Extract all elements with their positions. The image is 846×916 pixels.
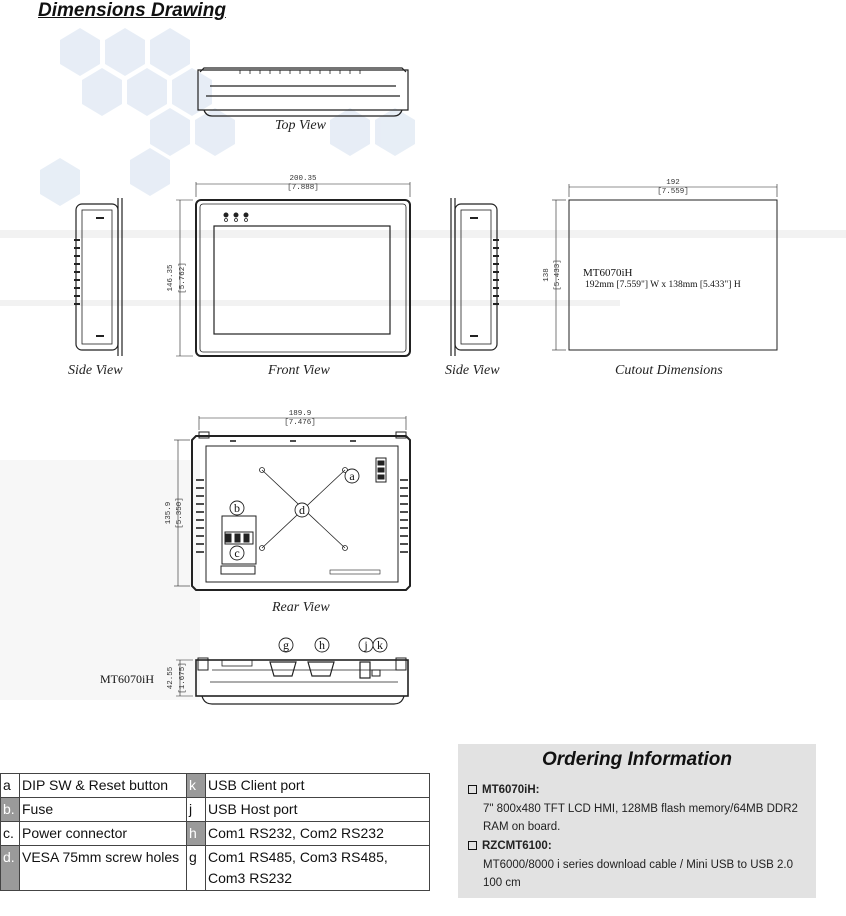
cutout-height-in: [5.433] — [554, 259, 562, 291]
legend-letter: h — [186, 821, 206, 846]
bottom-view-model: MT6070iH — [100, 672, 154, 686]
legend-letter: j — [186, 797, 206, 822]
svg-text:k: k — [377, 638, 383, 652]
order-item-desc: MT6000/8000 i series download cable / Mi… — [483, 859, 794, 889]
svg-text:g: g — [283, 638, 289, 652]
svg-text:j: j — [363, 638, 367, 652]
legend-letter: a — [0, 773, 20, 798]
table-row: b. Fuse j USB Host port — [0, 797, 430, 822]
checkbox-bullet-icon — [468, 785, 477, 795]
checkbox-bullet-icon — [468, 841, 477, 851]
front-width-mm: 200.35 — [289, 175, 317, 183]
rear-width-in: [7.476] — [284, 419, 316, 427]
rear-width-mm: 189.9 — [289, 410, 312, 418]
legend-letter: g — [186, 845, 206, 891]
front-height-in: [5.762] — [179, 262, 187, 294]
legend-text: Fuse — [19, 797, 187, 822]
caption-rear-view: Rear View — [272, 600, 330, 615]
rear-marker-d: d — [294, 502, 310, 518]
order-item-name: RZCMT6100: — [468, 840, 552, 852]
bottom-view-drawing — [176, 657, 409, 705]
dimensions-drawing: 200.35 [7.888] 146.35 [5.762] 192 [7.559… — [74, 67, 778, 705]
cutout-spec: 192mm [7.559"] W x 138mm [5.433"] H — [585, 280, 741, 290]
rear-marker-c: c — [229, 545, 245, 561]
ordering-title: Ordering Information — [542, 749, 732, 770]
depth-in: [1.675] — [179, 662, 187, 694]
cutout-height-mm: 138 — [543, 268, 551, 282]
rear-marker-a: a — [344, 468, 360, 484]
page-heading: Dimensions Drawing — [38, 0, 226, 21]
legend-text: VESA 75mm screw holes — [19, 845, 187, 891]
front-width-in: [7.888] — [287, 184, 319, 192]
front-height-mm: 146.35 — [167, 264, 175, 292]
svg-text:c: c — [234, 546, 239, 560]
depth-mm: 42.55 — [167, 666, 175, 689]
svg-text:b: b — [234, 501, 240, 515]
side-view-right-drawing — [450, 198, 499, 356]
caption-front-view: Front View — [268, 363, 330, 378]
front-view-drawing — [176, 182, 411, 357]
legend-letter: d. — [0, 845, 20, 891]
legend-letter: c. — [0, 821, 20, 846]
connector-legend-table: a DIP SW & Reset button k USB Client por… — [0, 773, 430, 891]
rear-height-mm: 135.9 — [165, 502, 173, 525]
legend-letter: b. — [0, 797, 20, 822]
side-view-left-drawing — [74, 198, 123, 356]
rear-marker-b: b — [229, 500, 245, 516]
cutout-drawing — [552, 184, 778, 351]
cutout-model: MT6070iH — [583, 267, 633, 279]
order-item-desc: 7" 800x480 TFT LCD HMI, 128MB flash memo… — [483, 803, 798, 833]
legend-text: Power connector — [19, 821, 187, 846]
bottom-marker-k: k — [372, 637, 388, 653]
ordering-information-panel: Ordering Information MT6070iH: 7" 800x48… — [458, 744, 816, 898]
legend-text: USB Client port — [205, 773, 430, 798]
table-row: d. VESA 75mm screw holes g Com1 RS485, C… — [0, 845, 430, 891]
caption-side-view-left: Side View — [68, 363, 123, 378]
caption-cutout-dimensions: Cutout Dimensions — [615, 363, 723, 378]
bottom-marker-g: g — [278, 637, 294, 653]
legend-text: DIP SW & Reset button — [19, 773, 187, 798]
rear-height-in: [5.350] — [176, 497, 184, 529]
bottom-marker-h: h — [314, 637, 330, 653]
legend-text: USB Host port — [205, 797, 430, 822]
cutout-width-in: [7.559] — [657, 188, 689, 196]
bottom-marker-j: j — [358, 637, 374, 653]
legend-text: Com1 RS232, Com2 RS232 — [205, 821, 430, 846]
svg-text:h: h — [319, 638, 325, 652]
table-row: a DIP SW & Reset button k USB Client por… — [0, 773, 430, 798]
rear-view-drawing — [174, 416, 411, 591]
top-view-drawing — [197, 67, 409, 117]
cutout-width-mm: 192 — [666, 179, 680, 187]
caption-side-view-right: Side View — [445, 363, 500, 378]
caption-top-view: Top View — [275, 118, 326, 133]
table-row: c. Power connector h Com1 RS232, Com2 RS… — [0, 821, 430, 846]
svg-text:d: d — [299, 503, 305, 517]
order-item-name: MT6070iH: — [468, 784, 540, 796]
legend-letter: k — [186, 773, 206, 798]
svg-text:a: a — [349, 469, 355, 483]
legend-text: Com1 RS485, Com3 RS485, Com3 RS232 — [205, 845, 430, 891]
